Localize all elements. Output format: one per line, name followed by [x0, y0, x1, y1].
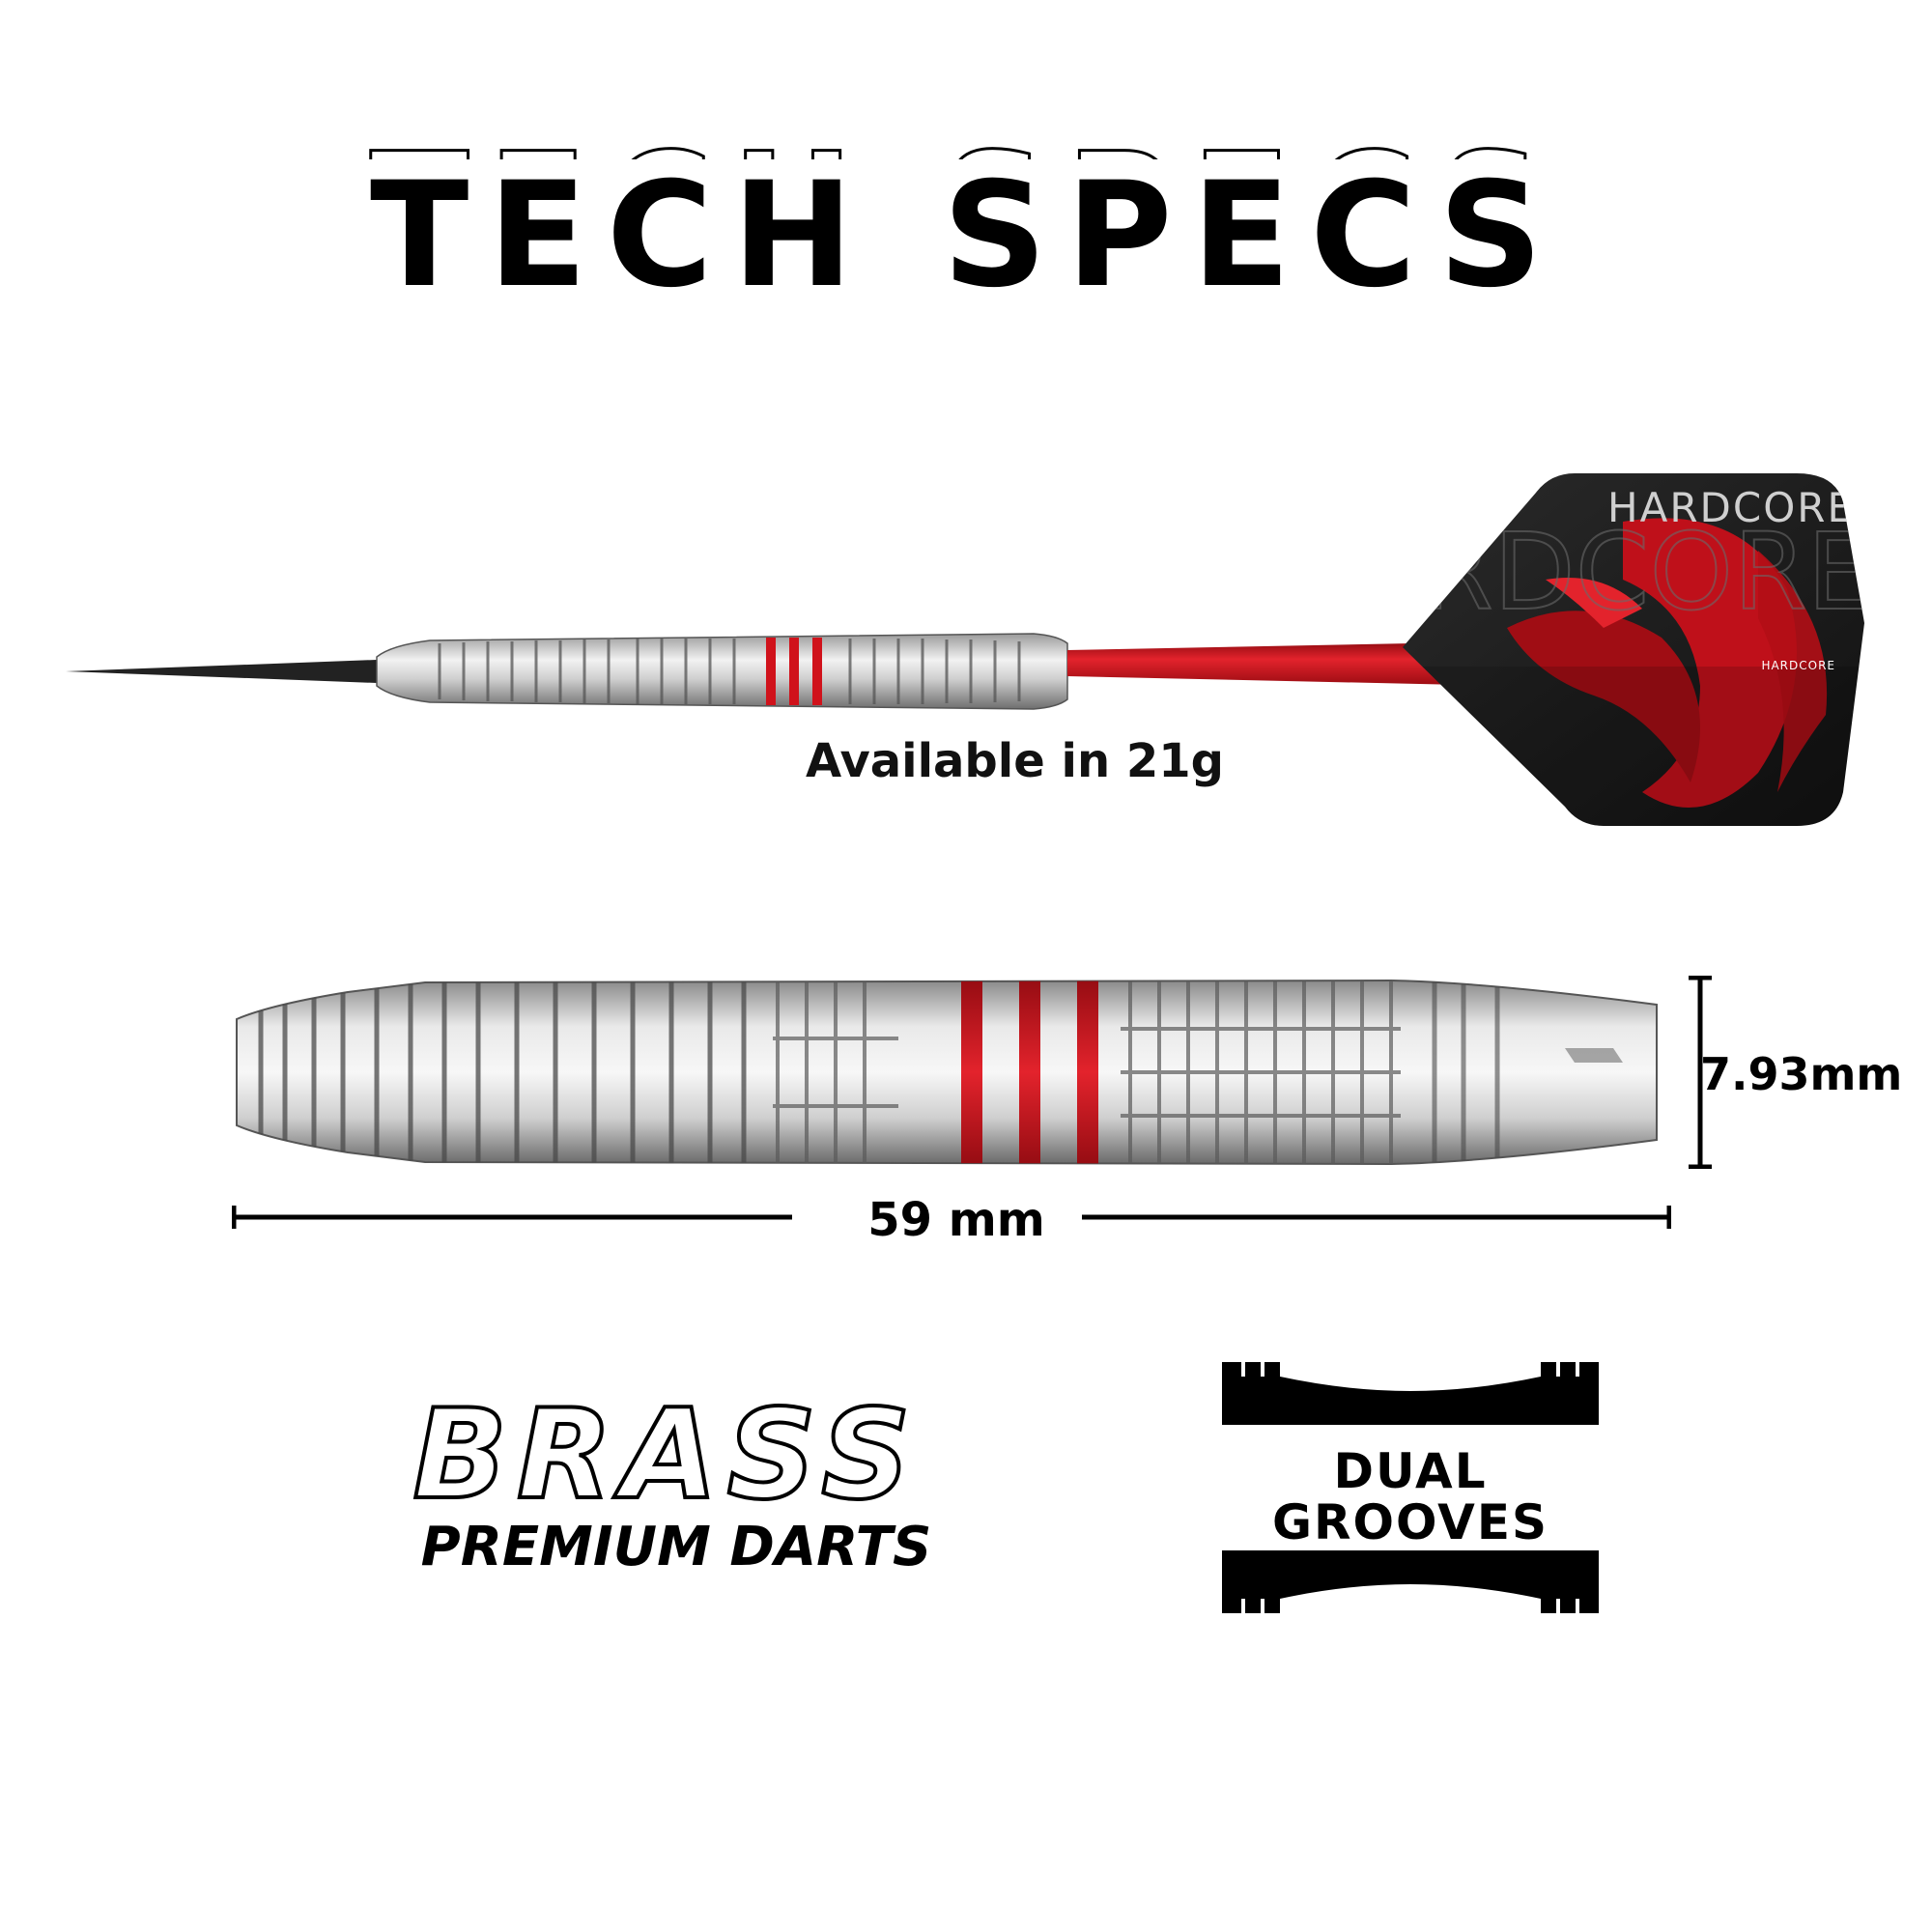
title-outline-echo: TECH SPECS: [370, 123, 1562, 291]
title-text: TECH SPECS: [370, 152, 1562, 299]
page-title: TECH SPECS TECH SPECS: [0, 97, 1932, 300]
brass-subtitle: PREMIUM DARTS: [421, 1516, 932, 1578]
red-ring: [961, 980, 982, 1164]
diameter-label: 7.93mm: [1700, 1048, 1903, 1100]
dart-shaft: [1067, 641, 1507, 686]
length-dimension-line: [231, 1198, 1672, 1236]
dual-grooves-badge: DUAL GROOVES: [1222, 1357, 1599, 1618]
barrel-closeup: [232, 971, 1662, 1174]
dart-point: [66, 660, 377, 683]
availability-text: Available in 21g: [806, 734, 1224, 788]
brass-badge: BRASS PREMIUM DARTS: [348, 1381, 985, 1584]
groove-profile-bottom-icon: [1222, 1550, 1599, 1613]
flight-watermark-text: HARDCORE: [1267, 510, 1874, 634]
red-ring: [1019, 980, 1040, 1164]
red-ring: [1077, 980, 1098, 1164]
length-label: 59 mm: [867, 1193, 1045, 1247]
dart-illustration: HARDCORE HARDCORE HARDCORE: [58, 464, 1893, 850]
dart-barrel: [376, 633, 1068, 710]
brass-title: BRASS: [413, 1391, 921, 1527]
dart-flight: HARDCORE HARDCORE HARDCORE: [1267, 473, 1874, 826]
grooves-line2: GROOVES: [1272, 1494, 1548, 1550]
diameter-dimension-line: [1686, 975, 1715, 1170]
flight-brand-text: HARDCORE: [1607, 484, 1855, 531]
grooves-line1: DUAL: [1333, 1443, 1487, 1499]
flight-small-logo: HARDCORE: [1761, 659, 1835, 672]
groove-profile-top-icon: [1222, 1362, 1599, 1425]
